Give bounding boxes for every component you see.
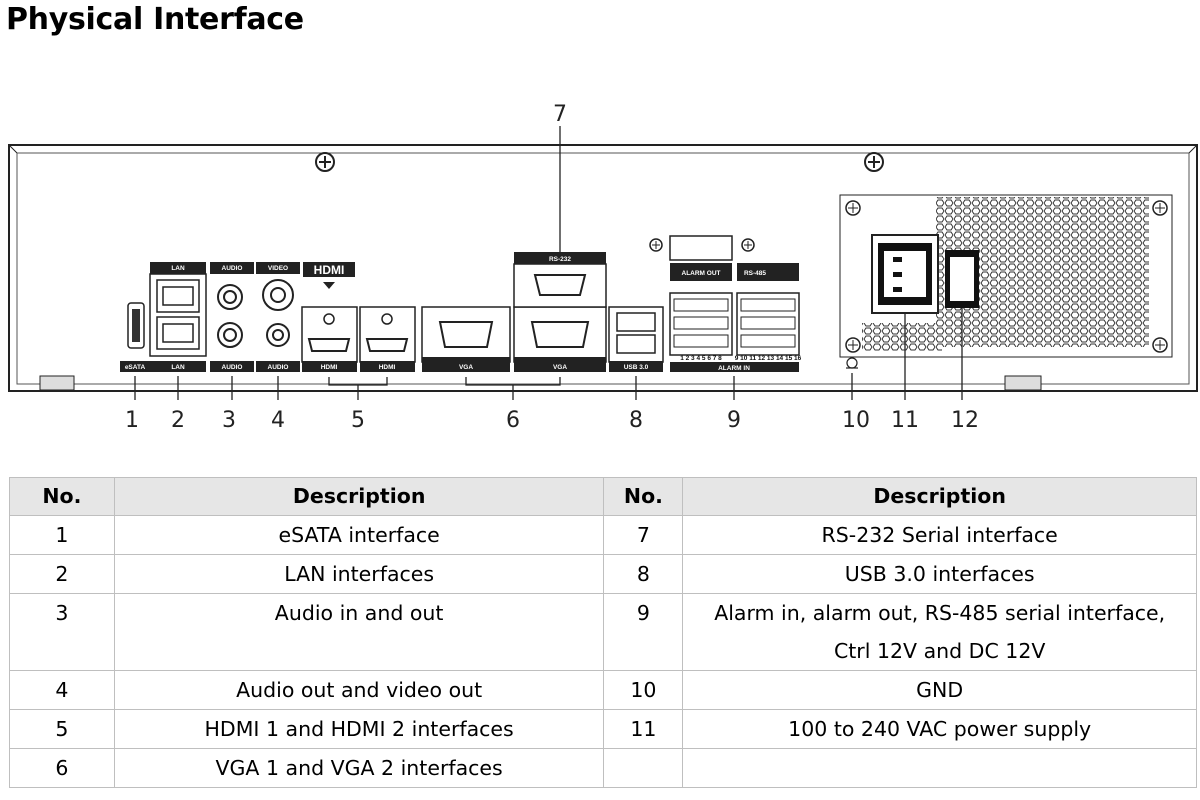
row-number: 2 [9,554,115,594]
svg-text:HDMI: HDMI [379,364,396,371]
screw-icon [1152,337,1168,353]
callout-5: 5 [351,408,365,433]
video-audio-out-ports: VIDEO AUDIO [256,262,300,372]
screw-icon [1152,200,1168,216]
table-row: 2 LAN interfaces 8 USB 3.0 interfaces [9,554,1197,594]
esata-port: eSATA [120,302,150,372]
row-number: 6 [9,748,115,788]
header-description: Description [113,477,605,516]
svg-text:VGA: VGA [553,364,567,371]
svg-text:AUDIO: AUDIO [222,364,243,371]
callout-1: 1 [125,408,139,433]
callout-2: 2 [171,408,185,433]
row-description: GND [682,670,1197,710]
table-header-row: No. Description No. Description [9,477,1197,516]
row-description: Audio in and out [113,593,605,671]
svg-text:9 10 11 12 13 14 15 16: 9 10 11 12 13 14 15 16 [735,355,802,362]
svg-text:RS-232: RS-232 [549,256,571,263]
usb-ports: USB 3.0 [608,306,664,372]
row-number: 9 [603,593,684,671]
svg-text:ALARM OUT: ALARM OUT [682,270,721,277]
row-number: 5 [9,709,115,749]
callout-3: 3 [222,408,236,433]
table-row: 3 Audio in and out 9 Alarm in, alarm out… [9,593,1197,671]
row-description: 100 to 240 VAC power supply [682,709,1197,749]
esata-label: eSATA [125,364,146,371]
power-section [839,194,1173,369]
lan-ports: LAN LAN [149,262,207,372]
row-number: 10 [603,670,684,710]
callout-11: 11 [891,408,919,433]
rear-panel-diagram: eSATA LAN LAN AUDIO AUDIO VIDEO AUDIO [8,102,1198,433]
row-description: VGA 1 and VGA 2 interfaces [113,748,605,788]
screw-icon [741,238,755,252]
interface-table: No. Description No. Description 1 eSATA … [9,477,1197,788]
header-description: Description [682,477,1197,516]
row-description-line: Alarm in, alarm out, RS-485 serial inter… [714,601,1166,625]
row-number [603,748,684,788]
table-row: 6 VGA 1 and VGA 2 interfaces [9,748,1197,788]
row-number: 4 [9,670,115,710]
callout-4: 4 [271,408,285,433]
row-number: 8 [603,554,684,594]
hdmi-ports: HDMI HDMI HDMI [301,262,416,372]
rs232-port: RS-232 [513,252,607,308]
page-title: Physical Interface [6,2,304,37]
row-description-line: Ctrl 12V and DC 12V [833,639,1046,663]
row-description: USB 3.0 interfaces [682,554,1197,594]
table-row: 5 HDMI 1 and HDMI 2 interfaces 11 100 to… [9,709,1197,749]
svg-text:USB 3.0: USB 3.0 [624,364,649,371]
row-description: Alarm in, alarm out, RS-485 serial inter… [682,593,1197,671]
row-description [682,748,1197,788]
svg-text:LAN: LAN [171,265,185,272]
svg-text:AUDIO: AUDIO [222,265,243,272]
hdmi-logo: HDMI [314,263,345,277]
header-no: No. [603,477,684,516]
row-description: Audio out and video out [113,670,605,710]
screw-icon [864,152,884,172]
row-number: 7 [603,515,684,555]
callout-7: 7 [553,102,567,127]
svg-text:HDMI: HDMI [321,364,338,371]
svg-text:RS-485: RS-485 [744,270,766,277]
svg-text:AUDIO: AUDIO [268,364,289,371]
table-row: 1 eSATA interface 7 RS-232 Serial interf… [9,515,1197,555]
screw-icon [649,238,663,252]
svg-text:1 2 3 4 5 6 7 8: 1 2 3 4 5 6 7 8 [680,355,722,362]
svg-text:LAN: LAN [171,364,185,371]
svg-text:VIDEO: VIDEO [268,265,288,272]
screw-icon [845,200,861,216]
screw-icon [315,152,335,172]
callout-8: 8 [629,408,643,433]
table-row: 4 Audio out and video out 10 GND [9,670,1197,710]
row-number: 3 [9,593,115,671]
row-description: eSATA interface [113,515,605,555]
header-no: No. [9,477,115,516]
row-number: 11 [603,709,684,749]
callout-numbers: 1 2 3 4 5 6 7 8 9 10 11 12 [125,102,979,433]
callout-10: 10 [842,408,870,433]
power-switch [945,250,979,308]
power-socket [871,234,939,314]
row-description: LAN interfaces [113,554,605,594]
ground-icon [846,357,858,369]
vga-ports: VGA VGA [421,306,607,372]
screw-icon [845,337,861,353]
svg-text:VGA: VGA [459,364,473,371]
row-number: 1 [9,515,115,555]
callout-lines [134,126,963,400]
callout-12: 12 [951,408,979,433]
callout-9: 9 [727,408,741,433]
row-description: RS-232 Serial interface [682,515,1197,555]
row-description: HDMI 1 and HDMI 2 interfaces [113,709,605,749]
callout-6: 6 [506,408,520,433]
svg-text:ALARM IN: ALARM IN [718,365,750,372]
alarm-terminals: ALARM OUT RS-485 1 2 3 4 5 6 7 8 9 10 11… [649,235,802,372]
audio-ports: AUDIO AUDIO [210,262,254,372]
